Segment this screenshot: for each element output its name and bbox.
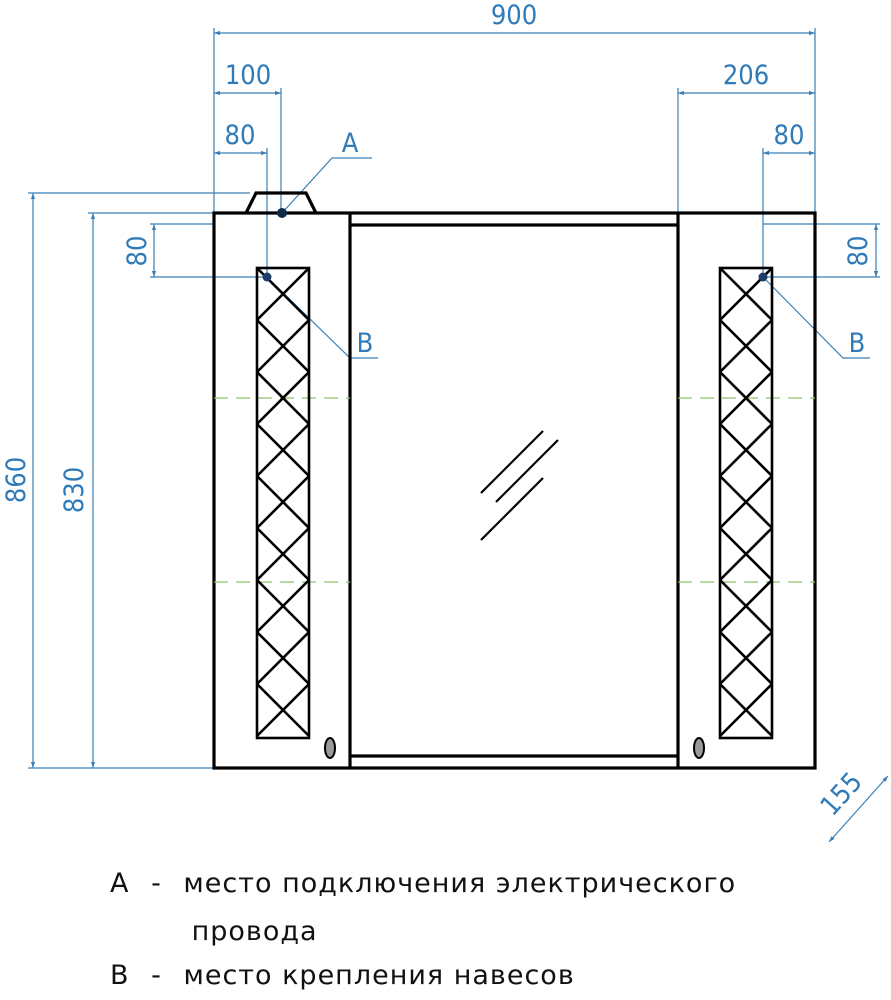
dim-body-height: 830 [59, 467, 90, 513]
legend-key-b: B [110, 960, 130, 991]
legend-text-b: место крепления навесов [183, 960, 575, 991]
marker-b-left-label: B [357, 328, 374, 359]
dim-right-door-width: 206 [723, 60, 769, 91]
dim-overall-width: 900 [491, 0, 537, 31]
legend-key-a: A [110, 868, 130, 899]
left-door-knob [324, 737, 336, 759]
left-lattice-panel [255, 266, 311, 740]
right-door-knob [693, 737, 705, 759]
electrical-box [244, 191, 318, 214]
point-b-right-marker [758, 272, 768, 282]
marker-b-right-label: B [849, 328, 866, 359]
point-a-marker [277, 208, 287, 218]
right-lattice-panel [718, 266, 774, 740]
dimension-lines [28, 28, 889, 843]
dim-right-vertical-b-offset: 80 [843, 236, 874, 267]
legend-item-a-continued: провода [110, 916, 318, 947]
marker-a-label: A [342, 128, 359, 159]
dim-left-b-offset: 80 [225, 120, 256, 151]
center-lines [214, 397, 815, 583]
dim-depth: 155 [815, 767, 869, 822]
legend-text-a-continuation: провода [191, 916, 318, 947]
dim-left-vertical-b-offset: 80 [122, 236, 153, 267]
legend-dash-a: - [151, 868, 162, 899]
mirror-glare-icon [480, 430, 559, 541]
legend-item-a: A - место подключения электрического [110, 868, 736, 899]
dimension-labels: 900 100 80 206 80 80 80 860 830 155 A B … [1, 0, 874, 822]
cabinet-outline [212, 191, 817, 770]
dim-point-a-offset: 100 [225, 60, 271, 91]
legend-text-a: место подключения электрического [183, 868, 737, 899]
dim-overall-height: 860 [1, 457, 32, 503]
legend-dash-b: - [151, 960, 162, 991]
legend-item-b: B - место крепления навесов [110, 960, 575, 991]
point-b-left-marker [262, 272, 272, 282]
dim-right-b-offset: 80 [774, 120, 805, 151]
